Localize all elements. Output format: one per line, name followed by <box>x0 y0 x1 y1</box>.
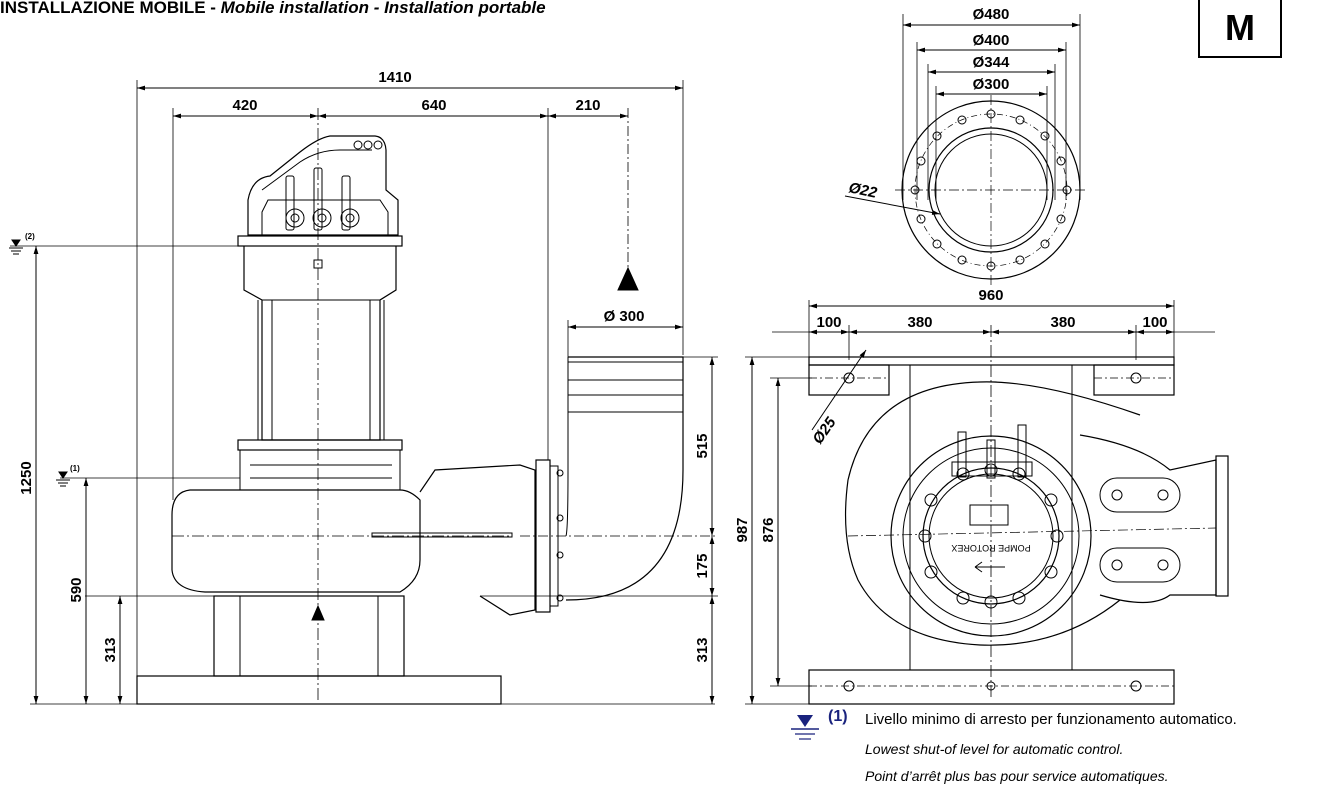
note-french: Point d’arrêt plus bas pour service auto… <box>865 768 1169 784</box>
installation-type-badge: M <box>1198 0 1282 58</box>
top-view <box>745 300 1229 705</box>
dim-outlet-diameter: Ø 300 <box>604 308 645 325</box>
dim-height-1250: 1250 <box>18 461 35 494</box>
note-number: (1) <box>828 708 848 725</box>
dim-flange-300: Ø300 <box>973 76 1010 93</box>
dim-overall-width: 1410 <box>378 69 411 86</box>
dim-height-515: 515 <box>694 433 711 458</box>
level-label-1: (1) <box>70 464 80 473</box>
top-bolts <box>918 463 1064 609</box>
nameplate-text: POMPE ROTOREX <box>951 543 1030 553</box>
dim-top-hole: Ø25 <box>809 414 840 448</box>
title-italian: INSTALLAZIONE MOBILE - <box>0 0 221 17</box>
dim-flange-344: Ø344 <box>973 54 1010 71</box>
level-label-2: (2) <box>25 232 35 241</box>
flange-view <box>844 14 1088 285</box>
dim-top-380-right: 380 <box>1050 314 1075 331</box>
dim-depth-987: 987 <box>734 517 751 542</box>
dim-height-175: 175 <box>694 553 711 578</box>
dim-top-100-right: 100 <box>1142 314 1167 331</box>
dim-flange-480: Ø480 <box>973 6 1010 23</box>
dim-flange-hole: Ø22 <box>847 179 879 202</box>
side-view <box>10 80 718 705</box>
note-italian: Livello minimo di arresto per funzioname… <box>865 711 1237 728</box>
title-french: - Installation portable <box>373 0 546 17</box>
dim-width-640: 640 <box>421 97 446 114</box>
dim-depth-876: 876 <box>760 517 777 542</box>
page-title: INSTALLAZIONE MOBILE - Mobile installati… <box>0 0 546 18</box>
level-symbol-1 <box>56 471 70 487</box>
level-symbol-2 <box>9 239 23 255</box>
dim-top-380-left: 380 <box>907 314 932 331</box>
dim-height-313-left: 313 <box>102 637 119 662</box>
dim-height-313-right: 313 <box>694 637 711 662</box>
dim-height-590: 590 <box>68 577 85 602</box>
dim-top-100-left: 100 <box>816 314 841 331</box>
dim-top-960: 960 <box>978 287 1003 304</box>
note-english: Lowest shut-of level for automatic contr… <box>865 741 1124 757</box>
dim-flange-400: Ø400 <box>973 32 1010 49</box>
title-english: Mobile installation <box>220 0 374 17</box>
dim-width-210: 210 <box>575 97 600 114</box>
level-note-icon <box>791 715 819 740</box>
dim-width-420: 420 <box>232 97 257 114</box>
